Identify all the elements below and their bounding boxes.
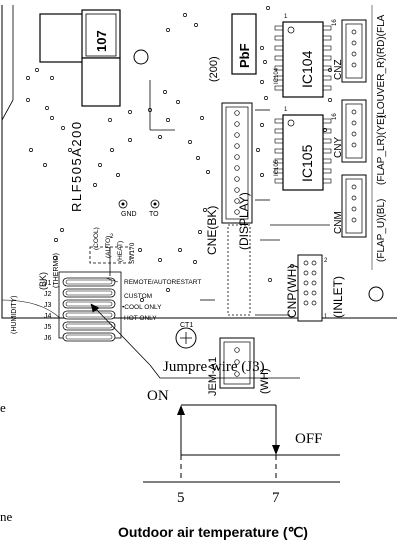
capacitor-block: [81, 57, 121, 107]
jem-label: JEM-A1: [207, 357, 219, 396]
rise-arrow-5: [177, 405, 185, 415]
cnm-connector: CNM: [333, 174, 367, 238]
ic105-label: IC105: [299, 144, 315, 182]
humidity-label: (HUMIDITY): [11, 296, 18, 335]
ct1-label: CT1: [180, 322, 193, 329]
thermo-label: (THERMO): [53, 253, 60, 288]
cny-connector: CNY: [333, 99, 367, 163]
model-label: RLF505A200: [69, 120, 84, 212]
display-label: (DISPLAY): [237, 192, 251, 250]
pin2-label: 2: [110, 234, 114, 240]
jumper-j4-label: J4: [44, 313, 52, 320]
jumper-j6-label: J6: [44, 335, 52, 342]
ic104-pin16: 16: [332, 19, 338, 26]
heat-label: (HEAT): [117, 241, 124, 262]
relay-block: [39, 13, 86, 63]
cnz-connector: CNZ: [333, 19, 367, 83]
off-label: OFF: [295, 431, 323, 447]
jumper-j3-label: J3: [44, 302, 52, 309]
on-label: ON: [147, 388, 169, 404]
fall-arrow-7: [272, 445, 280, 455]
tick-label-7: 7: [272, 490, 280, 506]
fn-cool-only: •COOL ONLY: [122, 304, 162, 311]
fn-remote-autorestart: REMOTE/AUTORESTART: [124, 279, 201, 286]
bk-label: (BK): [38, 272, 48, 290]
callout-label: Jumpre wire (J3): [163, 359, 265, 375]
fn-custom: CUSTOM: [124, 293, 152, 300]
gnd-label: GND: [121, 211, 137, 218]
x-axis-label: Outdoor air temperature (℃): [118, 524, 308, 540]
inlet-label: (INLET): [331, 276, 345, 318]
code-200-label: (200): [208, 56, 220, 82]
cnp-pin1: 1: [324, 314, 328, 320]
louver-label: (LOUVER_R)(RD)(FLA: [376, 14, 387, 118]
jumper-wires: [62, 277, 116, 342]
label-107: 107: [94, 30, 109, 52]
cnz-label: CNZ: [333, 59, 344, 80]
ic104: IC104 IC104 1 16: [274, 14, 338, 98]
ic104-pin1: 1: [284, 14, 288, 20]
wh-label: (WH): [259, 368, 271, 394]
jumper-j1-label: J1: [44, 280, 52, 287]
jumper-j2-label: J2: [44, 291, 52, 298]
ic105-pin16: 16: [332, 113, 338, 120]
ic104-label: IC104: [299, 50, 315, 88]
mounting-hole: [133, 49, 149, 65]
callout-leader: [94, 307, 151, 366]
ct1-capacitor: CT1: [175, 322, 197, 349]
ic104-small-label: IC104: [274, 67, 280, 84]
cnm-label: CNM: [333, 211, 344, 234]
cnp-label: CNP(WH): [285, 265, 299, 318]
cnp-connector: 2 1: [297, 254, 328, 322]
to-label: TO: [149, 211, 159, 218]
jumper-labels: J1 J2 J3 J4 J5 J6: [44, 280, 52, 342]
traces: [149, 80, 330, 316]
cool-label: (COOL): [93, 227, 100, 250]
ic105-pin1: 1: [284, 107, 288, 113]
cny-label: CNY: [333, 137, 344, 158]
cne-label: CNE(BK): [205, 206, 219, 255]
pbf-box: [231, 13, 257, 75]
sw170-label: SW170: [129, 242, 136, 264]
flap-u-label: (FLAP_U)(BL): [376, 199, 387, 262]
flap-lr-label: (FLAP_LR)(YE): [376, 115, 387, 185]
jem-connector: [219, 337, 255, 389]
cne-connector: CNE(BK): [205, 102, 253, 255]
gnd-testpoint: [118, 199, 128, 209]
ic105-small-label: IC105: [274, 159, 280, 176]
cnp-pin2: 2: [324, 258, 328, 264]
ic105: IC105 IC105 1 16: [274, 107, 338, 191]
mounting-hole-2: [368, 286, 384, 302]
margin-fragment-e: e: [0, 400, 6, 415]
tick-label-5: 5: [177, 490, 185, 506]
auto-label: (AUTO): [105, 236, 112, 258]
fn-hot-only: HOT ONLY: [124, 315, 157, 322]
jumper-j5-label: J5: [44, 324, 52, 331]
to-testpoint: [150, 199, 160, 209]
margin-fragment-ne: ne: [0, 509, 13, 524]
via-dots: [26, 6, 332, 302]
pbf-label: PbF: [237, 43, 252, 68]
